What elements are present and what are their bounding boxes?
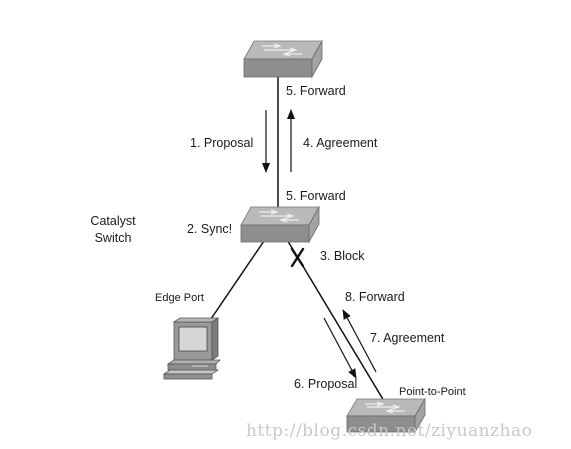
pc-icon[interactable] (162, 317, 221, 380)
switch-icon[interactable] (243, 39, 323, 79)
switch-icon[interactable] (240, 205, 320, 244)
catalyst-switch-label: Catalyst Switch (90, 214, 136, 245)
agreement-7-label: 7. Agreement (370, 331, 445, 345)
block-x-icon (290, 247, 305, 268)
watermark: http://blog.csdn.net/ziyuanzhao (246, 421, 533, 441)
arrow-proposal-6 (323, 317, 357, 379)
switch-icon[interactable] (346, 397, 426, 434)
point-to-point-label: Point-to-Point (399, 386, 466, 398)
mid-forward-label: 5. Forward (286, 189, 346, 203)
block-3-label: 3. Block (320, 249, 365, 263)
agreement-4-label: 4. Agreement (303, 136, 378, 150)
edge-port-label: Edge Port (155, 292, 204, 304)
sync-2-label: 2. Sync! (187, 222, 233, 236)
proposal-1-label: 1. Proposal (190, 136, 254, 150)
forward-8-label: 8. Forward (345, 290, 405, 304)
proposal-6-label: 6. Proposal (294, 377, 358, 391)
arrow-agreement-7 (342, 309, 377, 373)
top-forward-label: 5. Forward (286, 84, 346, 98)
